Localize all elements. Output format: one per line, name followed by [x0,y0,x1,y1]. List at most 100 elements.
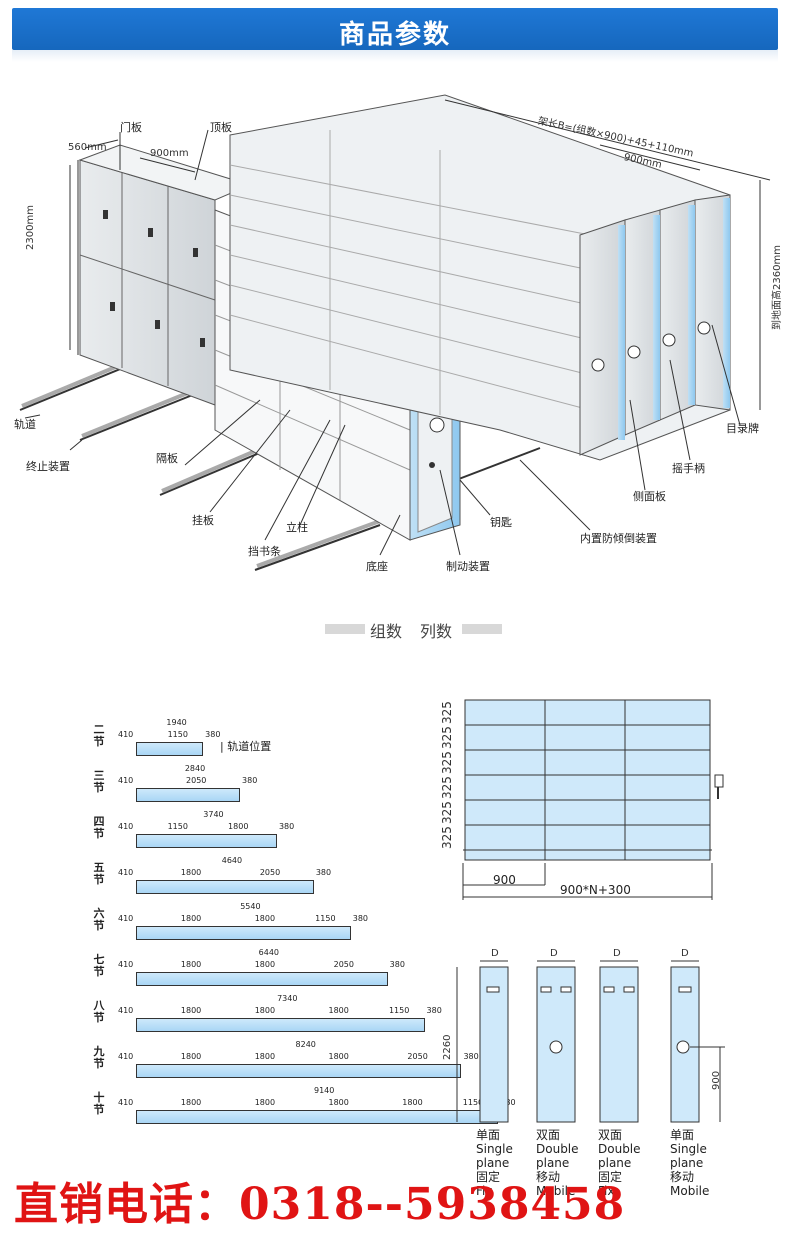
rail-total-length: 1940 [166,718,187,727]
rail-segment-length: 1150 [315,914,336,923]
right-arrow-bar [462,624,502,634]
banner-title: 商品参数 [338,20,451,50]
rail-left-offset: 410 [118,1098,134,1107]
front-row-height: 325 [440,726,454,749]
rail-bar [136,834,277,848]
elev-handle-height: 900 [711,1070,722,1090]
label-handle: 摇手柄 [672,462,705,475]
rail-segment-length: 1800 [180,1006,202,1015]
rail-bar [136,880,314,894]
label-catalog: 目录牌 [726,422,759,435]
elevation-type-line: plane [670,1156,704,1170]
rail-segment-length: 1800 [402,1098,423,1107]
elevation-type-line: Double [598,1142,641,1156]
elevation-type-line: 固定 [476,1170,501,1184]
front-view [462,699,724,900]
rail-segment-length: 1800 [228,822,249,831]
rail-row-label: 三节 [93,769,105,794]
rail-segment-length: 1800 [180,868,202,877]
rail-right-offset: 380 [463,1052,479,1061]
rail-left-offset: 410 [118,1052,134,1061]
rail-row-label: 四节 [93,815,105,840]
elevation-type-line: 双面 [598,1128,623,1142]
rail-left-offset: 410 [118,868,134,877]
label-side-panel: 侧面板 [633,490,666,503]
elevation-type-line: plane [476,1156,510,1170]
rail-segment-length: 1800 [328,1052,349,1061]
elevation-type-line: Double [536,1142,579,1156]
rail-bar [136,926,351,940]
rail-bar [136,1018,425,1032]
rail-right-offset: 380 [389,960,405,969]
rail-segment-length: 1150 [167,730,188,739]
elevation-type-line: 固定 [598,1170,623,1184]
rail-segment-length: 1800 [254,1006,276,1015]
label-brake: 制动装置 [446,560,490,573]
elevation-type-line: plane [598,1156,632,1170]
elevation-type-line: Single [670,1142,707,1156]
rail-left-offset: 410 [118,960,134,969]
rail-segment-length: 2050 [259,868,281,877]
rail-segment-length: 1800 [180,1052,202,1061]
rail-total-length: 9140 [313,1086,335,1095]
rail-row-label: 八节 [93,999,105,1024]
elev-depth-4: D [681,948,689,959]
rail-right-offset: 380 [426,1006,442,1015]
groups-label: 组数 [370,622,403,641]
contact-phone: 直销电话：0318--5938458 [14,1179,626,1230]
label-column: 立柱 [286,521,308,534]
rail-row-label: 二节 [93,723,105,748]
front-row-height: 325 [440,826,454,849]
rail-row-label: 五节 [93,861,105,886]
rail-total-length: 4640 [221,856,243,865]
rail-segment-length: 1800 [254,1052,276,1061]
rail-right-offset: 380 [315,868,332,877]
label-stop: 终止装置 [26,460,70,473]
rail-left-offset: 410 [118,822,134,831]
elevation-views [456,960,725,1123]
rail-bar [136,972,388,986]
dim-height-right: 到地面高2360mm [772,245,783,330]
elevation-type-line: plane [536,1156,570,1170]
front-total-width: 900*N+300 [560,883,631,897]
rail-segment-length: 1800 [254,914,276,923]
rail-total-length: 6440 [258,948,279,957]
rail-bar [136,742,204,756]
front-bay-width: 900 [493,873,516,887]
elevation-type-line: 移动 [536,1170,561,1184]
rail-segment-length: 2050 [186,776,207,785]
rail-bar [136,1064,462,1078]
rail-segment-length: 1800 [254,1098,276,1107]
rail-segment-length: 1800 [328,1098,349,1107]
elevation-type-line: 双面 [536,1128,561,1142]
rail-right-offset: 380 [278,822,295,831]
header-banner: 商品参数 [12,8,778,50]
elevation-type-line: 单面 [476,1128,501,1142]
elevation-type-line: 移动 [670,1170,695,1184]
rail-left-offset: 410 [118,1006,134,1015]
rail-right-offset: 380 [352,914,369,923]
rail-total-length: 8240 [295,1040,316,1049]
rail-segment-length: 1800 [328,1006,349,1015]
rail-row-label: 九节 [93,1045,105,1070]
rail-segment-length: 1800 [180,1098,202,1107]
elevation-type-line: Mobile [536,1184,576,1198]
elev-depth-1: D [491,948,499,959]
label-top: 顶板 [210,121,232,134]
left-arrow-bar [325,624,365,634]
rail-bar [136,1110,499,1124]
label-book-stop: 挡书条 [248,545,281,558]
rail-right-offset: 380 [242,776,258,785]
rail-total-length: 2840 [184,764,206,773]
rail-segment-length: 1800 [180,960,202,969]
front-row-height: 325 [440,751,454,774]
elevation-type-line: 单面 [670,1128,695,1142]
elevation-type-line: Mobile [670,1184,710,1198]
rail-left-offset: 410 [118,730,134,739]
rail-row-label: 十节 [93,1091,105,1116]
rail-total-length: 7340 [277,994,298,1003]
front-row-height: 325 [440,801,454,824]
